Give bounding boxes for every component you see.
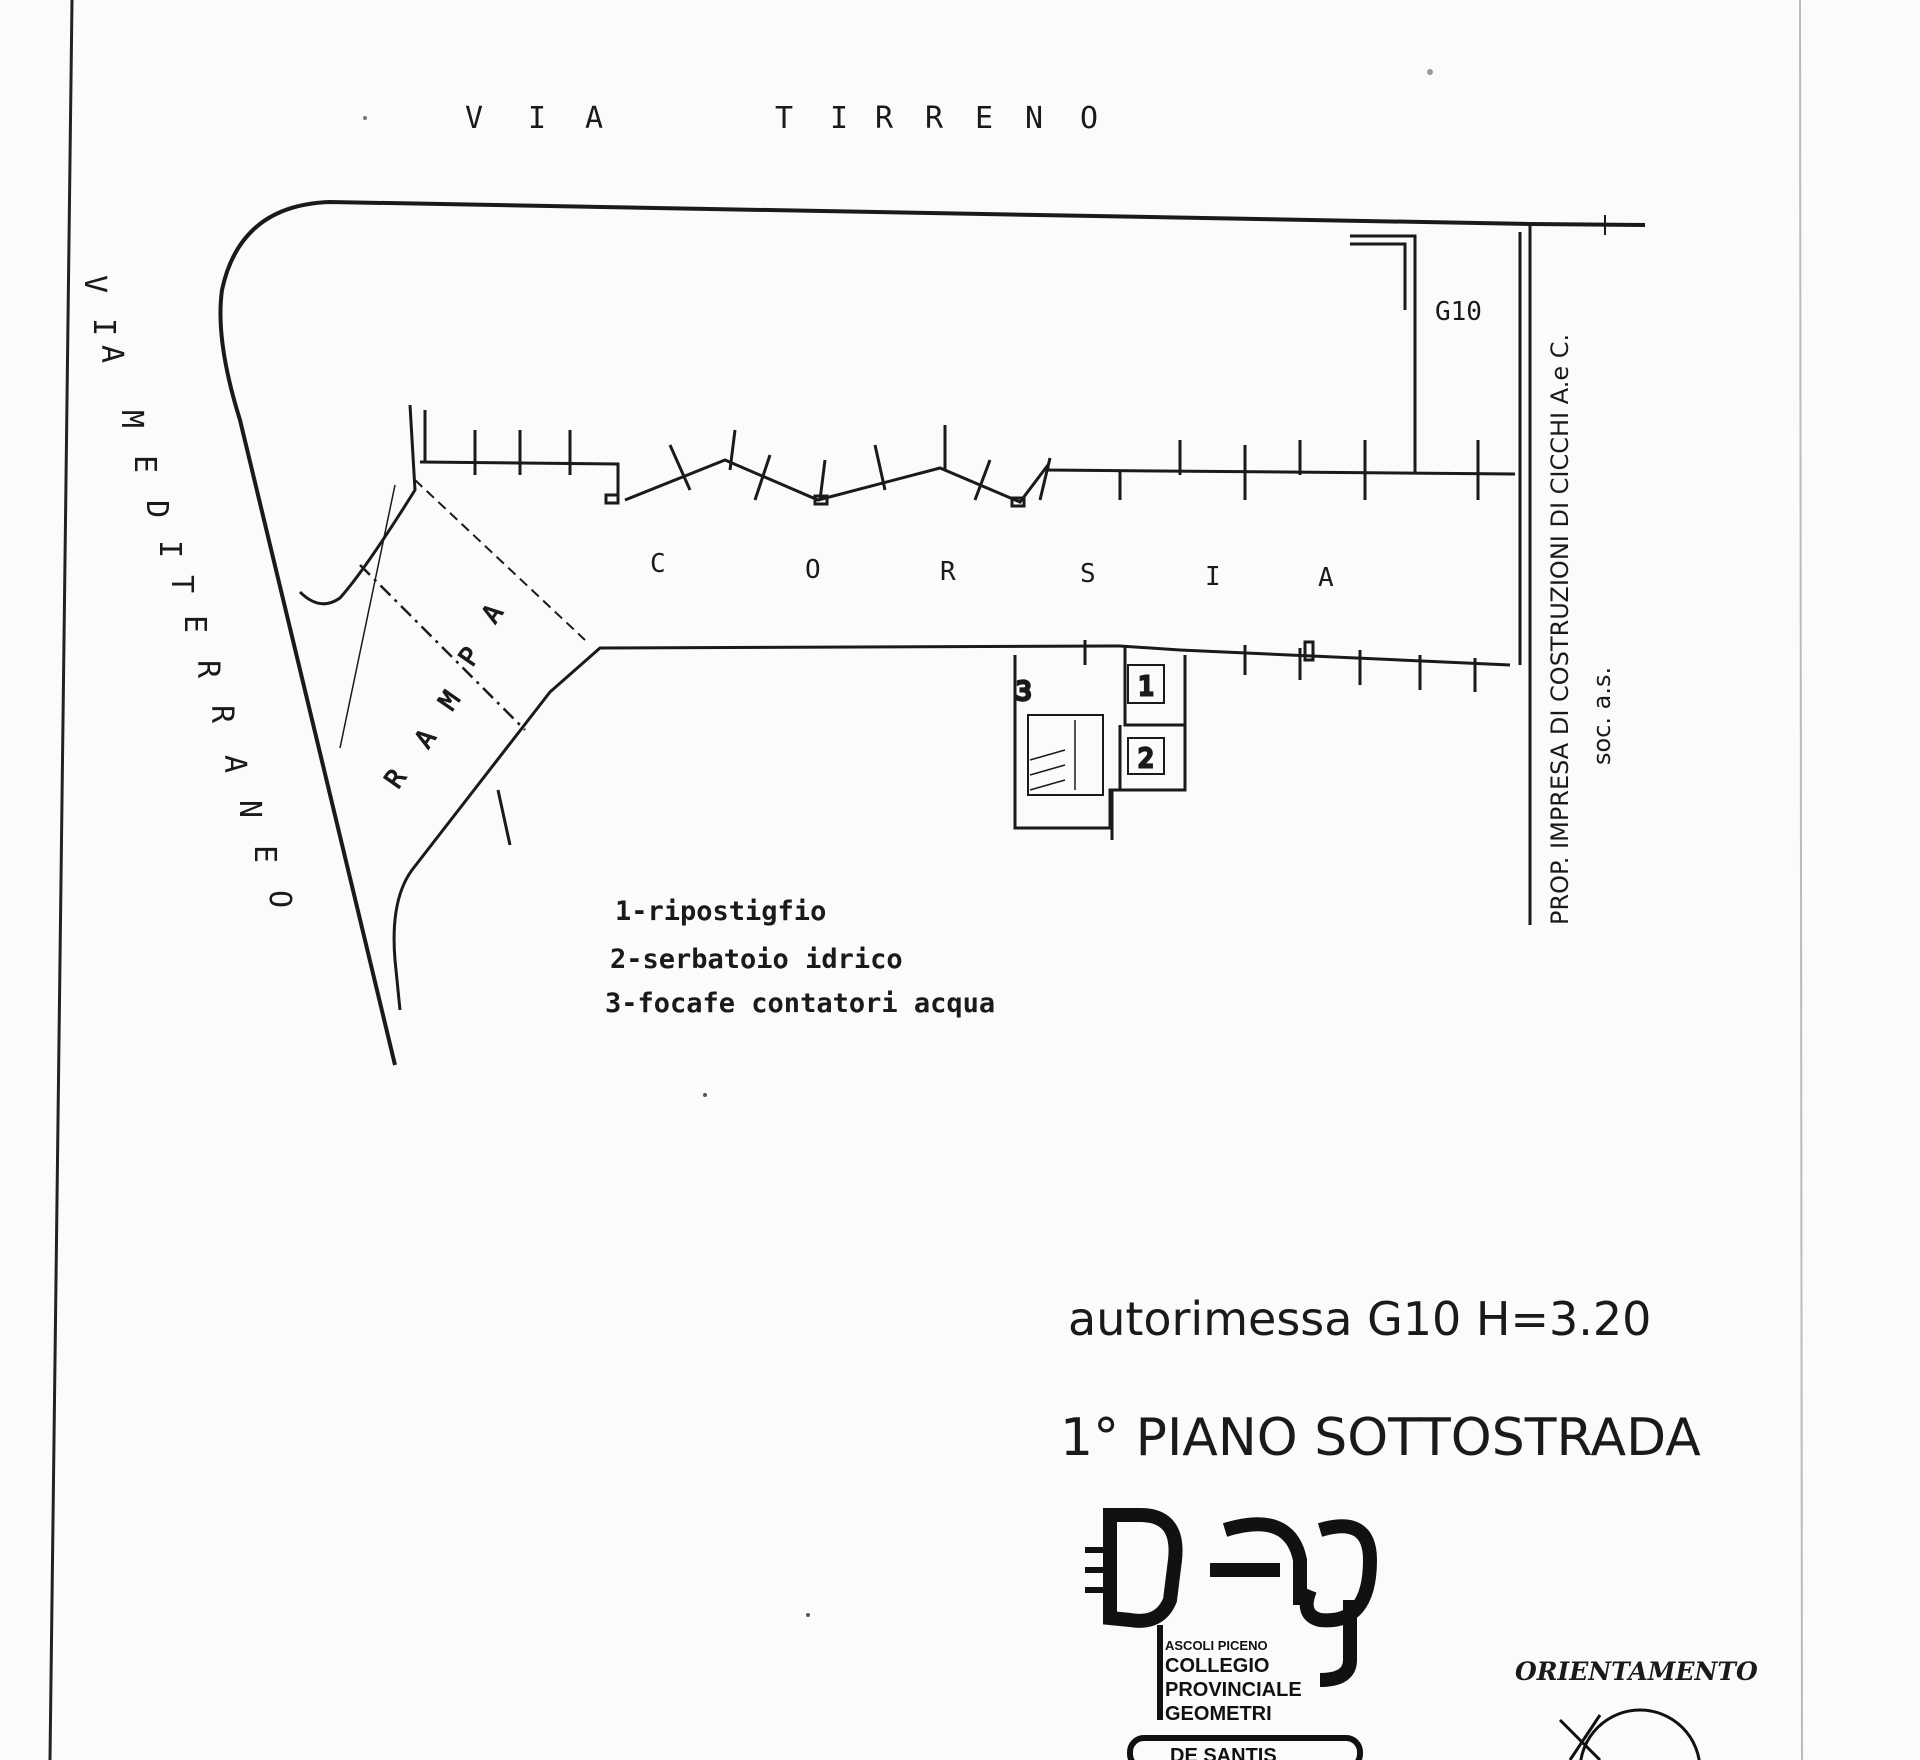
sheet-border-left — [48, 0, 74, 1760]
ramp: R A M P A — [339, 479, 586, 795]
aisle-letter: S — [1080, 559, 1096, 589]
aisle-lower-wall — [392, 640, 1511, 1011]
legend-item: 2-serbatoio idrico — [610, 944, 903, 975]
street-letter: E — [247, 845, 282, 863]
orientation-compass: ORIENTAMENTO — [1515, 1657, 1758, 1760]
garage-g10: G10 — [1350, 232, 1522, 665]
ramp-letter: M — [433, 686, 467, 716]
street-letter: O — [262, 890, 297, 908]
legend-item: 3-focafe contatori acqua — [605, 988, 995, 1019]
title-floor: 1° PIANO SOTTOSTRADA — [1060, 1408, 1701, 1468]
aisle-label-corsia: C O R S I A — [650, 549, 1334, 593]
street-letter: T — [775, 101, 793, 136]
street-letter: A — [585, 101, 603, 136]
street-letter: R — [190, 660, 225, 679]
street-letter: O — [1080, 101, 1098, 136]
sheet-border-right — [1799, 0, 1803, 1760]
street-letter: V — [77, 275, 112, 293]
street-letter: E — [975, 101, 993, 136]
stamp-line: PROVINCIALE — [1165, 1679, 1302, 1701]
room-number-2: 2 — [1138, 744, 1154, 774]
building-outline — [218, 199, 1646, 1066]
street-label-via-mediterraneo: V I A M E D I T E R R A N E O — [77, 275, 297, 908]
aisle-upper-wall — [298, 404, 1516, 606]
aisle-letter: A — [1318, 563, 1334, 593]
street-letter: D — [139, 500, 174, 518]
aisle-letter: O — [805, 555, 821, 585]
service-rooms: 1 2 3 — [1013, 645, 1187, 840]
orientation-label: ORIENTAMENTO — [1515, 1657, 1758, 1686]
stamp-line: GEOMETRI — [1165, 1703, 1272, 1725]
aisle-letter: I — [1205, 562, 1221, 592]
street-letter: I — [528, 101, 546, 136]
street-letter: R — [875, 101, 894, 136]
street-label-via-tirreno: V I A T I R R E N O — [465, 101, 1098, 136]
street-letter: N — [232, 800, 267, 818]
aisle-letter: C — [650, 549, 666, 579]
property-note-line1: PROP. IMPRESA DI COSTRUZIONI DI CICCHI A… — [1546, 334, 1574, 925]
street-letter: T — [164, 575, 199, 593]
ramp-letter: P — [453, 642, 487, 672]
room-number-1: 1 — [1138, 672, 1154, 702]
street-letter: A — [217, 755, 252, 773]
compass-arrow-icon — [1558, 1718, 1602, 1760]
room-number-3: 3 — [1016, 677, 1032, 707]
collegio-stamp-logo: ASCOLI PICENO COLLEGIO PROVINCIALE GEOME… — [1085, 1508, 1378, 1760]
ramp-letter: A — [409, 724, 443, 754]
street-letter: I — [152, 540, 187, 558]
street-letter: A — [94, 345, 129, 363]
street-letter: V — [465, 101, 483, 136]
street-letter: R — [925, 101, 944, 136]
property-note-line2: soc. a.s. — [1588, 667, 1616, 765]
ramp-letter: R — [379, 764, 413, 794]
title-garage: autorimessa G10 H=3.20 — [1068, 1292, 1651, 1346]
property-note: PROP. IMPRESA DI COSTRUZIONI DI CICCHI A… — [1546, 334, 1616, 925]
street-letter: I — [830, 101, 848, 136]
stamp-line: ASCOLI PICENO — [1165, 1638, 1268, 1653]
street-letter: E — [177, 615, 212, 633]
room-legend: 1-ripostigfio 2-serbatoio idrico 3-focaf… — [605, 896, 995, 1019]
aisle-letter: R — [940, 557, 956, 587]
street-letter: R — [204, 705, 239, 724]
street-letter: N — [1025, 101, 1043, 136]
stamp-line: COLLEGIO — [1165, 1655, 1269, 1677]
street-letter: I — [86, 318, 121, 336]
garage-label: G10 — [1435, 297, 1482, 327]
street-letter: E — [127, 455, 162, 473]
street-letter: M — [114, 410, 149, 428]
ramp-letter: A — [476, 599, 510, 629]
legend-item: 1-ripostigfio — [615, 896, 826, 927]
stamp-bottom-text: DE SANTIS — [1170, 1745, 1277, 1760]
